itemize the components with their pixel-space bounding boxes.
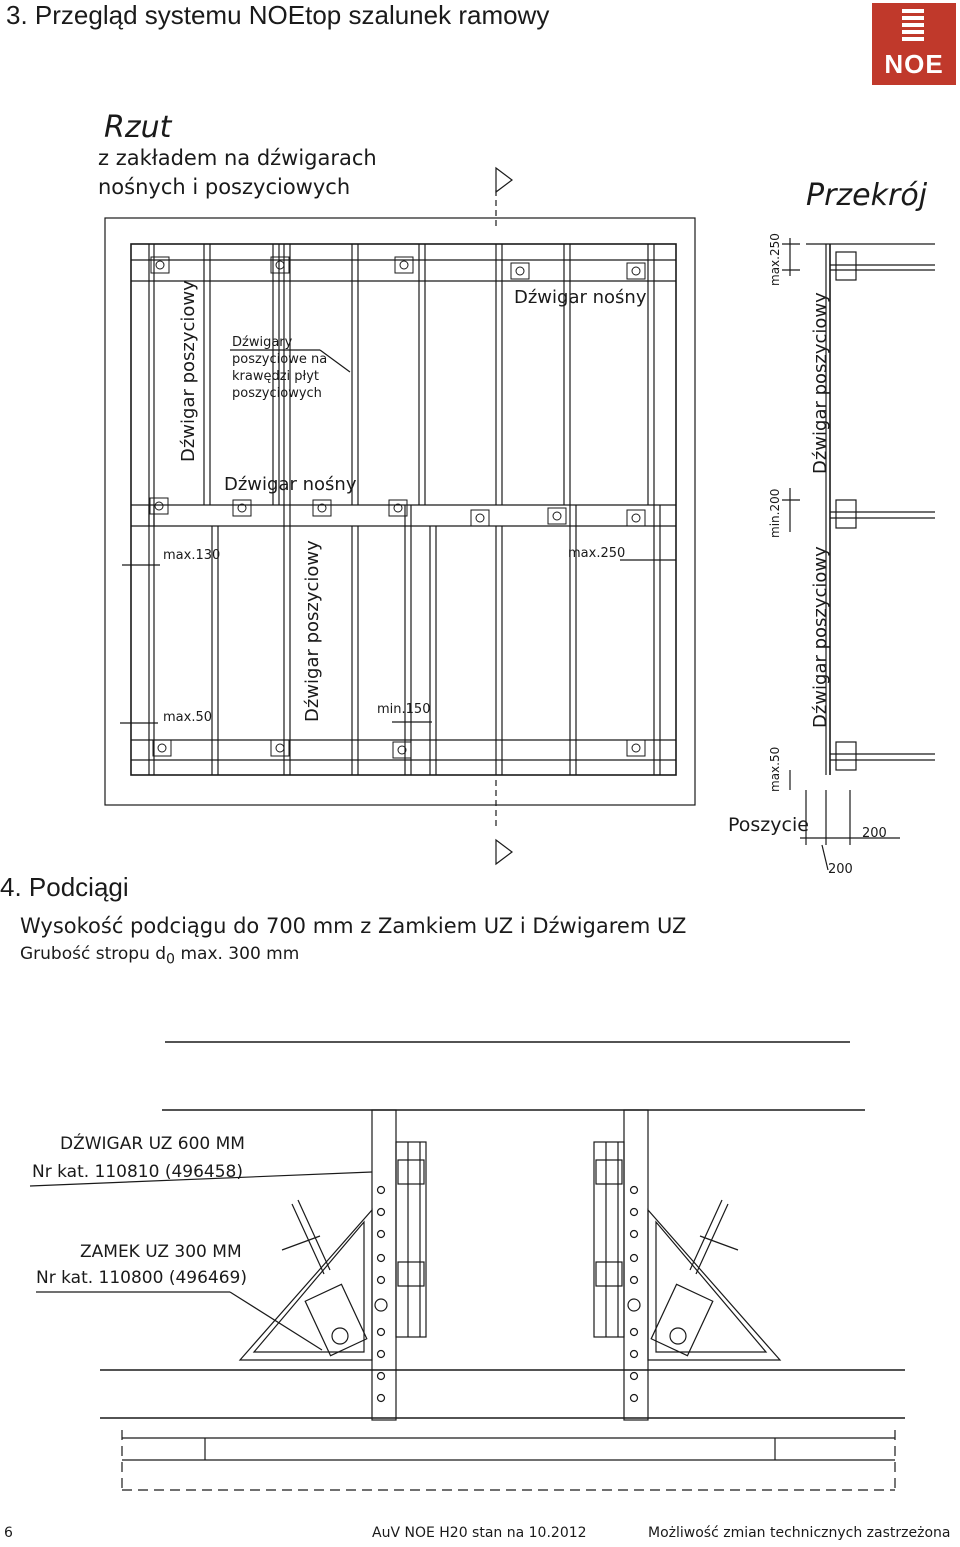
plan-subtitle-2: nośnych i poszyciowych	[98, 175, 351, 199]
plan-title: Rzut	[104, 110, 172, 145]
label-dzwigar-poszyciowy-section-bottom: Dźwigar poszyciowy	[810, 546, 831, 728]
section4-line1: Wysokość podciągu do 700 mm z Zamkiem UZ…	[20, 914, 687, 938]
dim-200-b: 200	[828, 862, 853, 877]
dim-200-a: 200	[862, 826, 887, 841]
plan-outer-frame	[104, 217, 696, 806]
section-view-title: Przekrój	[806, 178, 928, 213]
detail-label1-line1: DŹWIGAR UZ 600 MM	[60, 1134, 245, 1154]
label-dzwigar-nosny-top: Dźwigar nośny	[514, 287, 647, 308]
label-dzwigar-poszyciowy-plan-top: Dźwigar poszyciowy	[178, 280, 199, 462]
detail-label2-line2: Nr kat. 110800 (496469)	[36, 1268, 248, 1288]
section-title: 3. Przegląd systemu NOEtop szalunek ramo…	[6, 0, 550, 30]
label-poszycie: Poszycie	[728, 814, 809, 836]
logo-stripes-icon	[902, 9, 924, 44]
detail-label1-line2: Nr kat. 110810 (496458)	[32, 1162, 244, 1182]
callout-dzwigary: Dźwigary poszyciowe na krawędzi płyt pos…	[232, 334, 327, 402]
dim-max50: max.50	[163, 710, 212, 725]
label-dzwigar-poszyciowy-section-top: Dźwigar poszyciowy	[810, 292, 831, 474]
section4-line2-suffix: max. 300 mm	[175, 944, 300, 964]
page-number: 6	[4, 1525, 13, 1541]
section4-line2-prefix: Grubość stropu d	[20, 944, 167, 964]
callout-line-3: krawędzi płyt	[232, 369, 320, 384]
dim-max250-plan: max.250	[568, 546, 626, 561]
callout-line-2: poszyciowe na	[232, 352, 328, 367]
label-dzwigar-nosny-mid: Dźwigar nośny	[224, 474, 357, 495]
section4-line2: Grubość stropu d0 max. 300 mm	[20, 944, 299, 967]
footer-center: AuV NOE H20 stan na 10.2012	[372, 1525, 587, 1541]
label-dzwigar-poszyciowy-plan-bottom: Dźwigar poszyciowy	[302, 540, 323, 722]
dim-min200-section: min.200	[768, 488, 782, 538]
section4-title: 4. Podciągi	[0, 872, 129, 902]
dim-max50-section: max.50	[768, 746, 782, 792]
noe-logo: NOE	[872, 3, 956, 85]
dim-max130: max.130	[163, 548, 221, 563]
plan-subtitle-1: z zakładem na dźwigarach	[98, 146, 377, 170]
footer-right: Możliwość zmian technicznych zastrzeżona	[648, 1525, 951, 1541]
section4-line2-sub: 0	[166, 951, 176, 968]
callout-line-1: Dźwigary	[232, 335, 293, 350]
dim-min150: min.150	[377, 702, 431, 717]
logo-text: NOE	[884, 49, 944, 79]
plan-inner-frame	[130, 243, 677, 776]
dim-max250-section: max.250	[768, 233, 782, 286]
detail-label2-line1: ZAMEK UZ 300 MM	[80, 1242, 242, 1262]
callout-line-4: poszyciowych	[232, 386, 322, 401]
